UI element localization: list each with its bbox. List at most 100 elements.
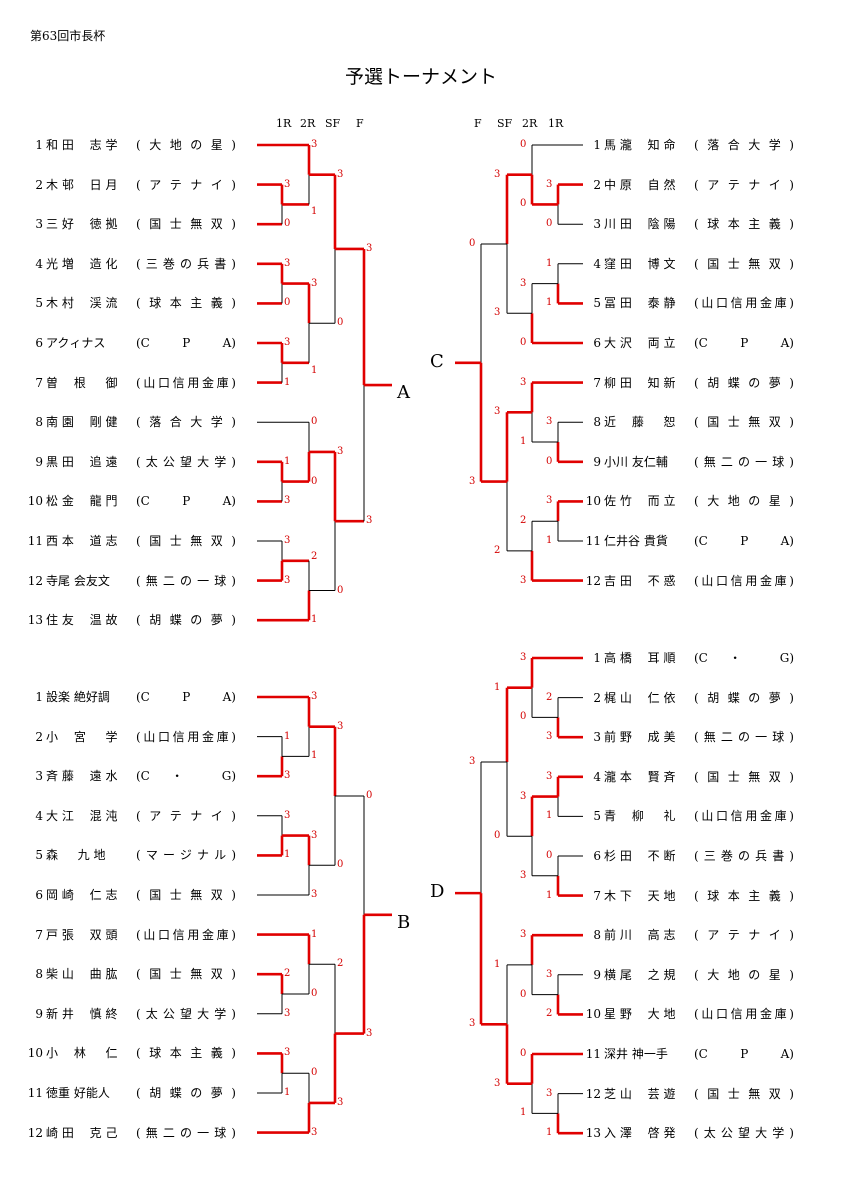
team-name: (球本主義) — [694, 888, 794, 903]
player-name: 馬 瀧 知 命 — [604, 138, 676, 152]
match-score: 0 — [520, 1048, 527, 1059]
match-score: 3 — [284, 1007, 291, 1019]
seed-number: 4 — [35, 256, 43, 271]
seed-number: 12 — [27, 1125, 43, 1140]
team-name: (山口信用金庫) — [136, 729, 236, 744]
team-name: (山口信用金庫) — [694, 296, 794, 311]
seed-number: 4 — [593, 769, 601, 784]
page-title: 予選トーナメント — [344, 66, 497, 88]
match-score: 0 — [311, 988, 318, 999]
match-score: 3 — [284, 809, 291, 821]
block-label-c: C — [430, 350, 444, 372]
player-name: 瀧 本 賢 斉 — [604, 769, 676, 784]
team-name: (太公望大学) — [694, 1126, 794, 1141]
match-score: 3 — [366, 242, 373, 254]
player-name: 窪 田 博 文 — [604, 256, 676, 271]
match-score: 3 — [284, 574, 291, 586]
match-score: 1 — [520, 1107, 527, 1119]
team-name: (アテナイ) — [694, 928, 794, 943]
match-score: 3 — [284, 535, 291, 546]
match-score: 3 — [311, 277, 318, 289]
team-name: (無二の一球) — [136, 573, 236, 588]
match-score: 2 — [494, 544, 501, 556]
seed-number: 12 — [27, 573, 43, 588]
seed-number: 3 — [35, 769, 43, 784]
match-score: 0 — [546, 850, 553, 861]
team-name: (マージナル) — [136, 848, 236, 863]
seed-number: 3 — [593, 730, 601, 745]
team-name: (落合大学) — [136, 415, 236, 430]
player-name: 住 友 温 故 — [46, 613, 118, 628]
match-score: 1 — [546, 810, 553, 822]
match-score: 3 — [284, 178, 291, 190]
player-name: 木 邨 日 月 — [46, 177, 118, 192]
match-score: 0 — [284, 297, 291, 309]
match-score: 3 — [284, 495, 291, 507]
match-score: 3 — [311, 139, 318, 150]
match-score: 3 — [337, 445, 344, 457]
player-name: 吉 田 不 惑 — [604, 573, 676, 588]
match-score: 3 — [520, 929, 527, 941]
seed-number: 2 — [593, 177, 601, 192]
block-label-a: A — [397, 382, 410, 404]
round-label-left: SF — [325, 117, 341, 130]
team-name: (C ・ G) — [694, 651, 794, 665]
team-name: (落合大学) — [694, 138, 794, 152]
seed-number: 4 — [35, 808, 43, 823]
team-name: (C P A) — [694, 336, 794, 350]
match-score: 3 — [494, 1077, 501, 1089]
match-score: 0 — [520, 988, 527, 1000]
match-score: 3 — [311, 1126, 318, 1138]
match-score: 3 — [284, 1047, 291, 1059]
match-score: 0 — [337, 859, 344, 871]
team-name: (山口信用金庫) — [694, 809, 794, 824]
seed-number: 7 — [35, 927, 43, 942]
team-name: (国士無双) — [136, 534, 236, 548]
seed-number: 1 — [35, 138, 43, 152]
match-score: 3 — [337, 168, 344, 180]
player-name: 設楽 絶好調 — [46, 690, 110, 704]
team-name: (大地の星) — [694, 967, 794, 982]
player-name: 佐 竹 而 立 — [604, 494, 676, 509]
seed-number: 12 — [585, 1086, 601, 1101]
player-name: 入 澤 啓 発 — [604, 1126, 676, 1141]
seed-number: 8 — [593, 928, 601, 943]
match-score: 2 — [546, 1008, 553, 1020]
team-name: (山口信用金庫) — [136, 927, 236, 942]
match-score: 2 — [311, 550, 318, 562]
match-score: 3 — [494, 307, 501, 319]
seed-number: 9 — [35, 454, 43, 469]
match-score: 0 — [366, 790, 373, 801]
team-name: (C P A) — [694, 1047, 794, 1061]
player-name: 岡 崎 仁 志 — [46, 888, 118, 902]
player-name: 西 本 道 志 — [46, 534, 118, 548]
seed-number: 7 — [593, 888, 601, 903]
match-score: 1 — [546, 257, 553, 269]
match-score: 3 — [546, 770, 553, 782]
match-score: 1 — [494, 958, 501, 970]
match-score: 1 — [284, 849, 291, 861]
seed-number: 5 — [593, 809, 601, 824]
match-score: 3 — [546, 1087, 553, 1099]
